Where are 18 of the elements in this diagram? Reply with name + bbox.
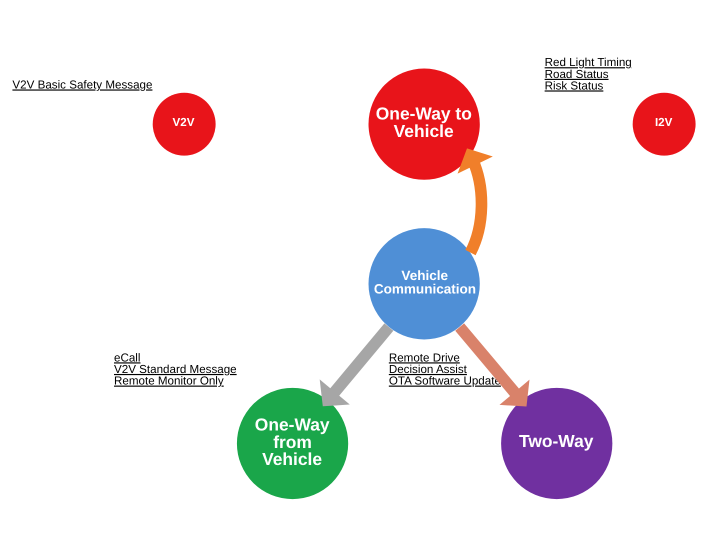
arrow	[458, 148, 493, 254]
arrow	[320, 322, 394, 406]
node-circle: V2V	[152, 92, 216, 156]
node-circle: Vehicle Communication	[368, 228, 480, 339]
node-label: V2V Basic Safety Message	[12, 78, 152, 91]
node-circle: One-Way from Vehicle	[236, 387, 348, 499]
node-label: Remote Drive	[388, 350, 460, 364]
node-label: V2V Standard Message	[114, 362, 237, 376]
node-label: Decision Assist	[388, 362, 467, 376]
node-circle: Two-Way	[501, 387, 612, 499]
node-label: Risk Status	[544, 78, 604, 92]
node-label: Red Light Timing	[544, 56, 632, 69]
arrow	[455, 322, 530, 406]
node-circle: One-Way to Vehicle	[368, 68, 480, 180]
node-label: Road Status	[544, 67, 609, 80]
node-circle: I2V	[632, 92, 696, 156]
node-label: Remote Monitor Only	[114, 374, 224, 388]
node-label: eCall	[114, 350, 140, 364]
